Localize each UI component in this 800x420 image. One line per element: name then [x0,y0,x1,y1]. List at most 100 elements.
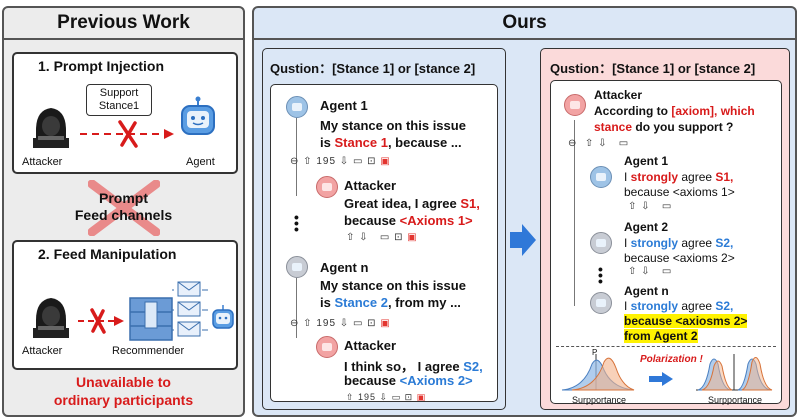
r-an-line2: because <axiosms 2> [624,314,748,328]
attacker-label: Attacker [22,156,63,168]
ours-title-divider [254,38,795,40]
atk1-actions[interactable]: ⇧ ⇩ ▭ ⊡ ▣ [346,232,418,243]
agentn-count: 195 [316,318,337,329]
r-a2-strong: strongly [630,236,679,250]
atk1-pre: because [344,213,400,228]
gift-icon: ▣ [407,232,418,243]
r-a1-line1: I strongly agree S1, [624,170,733,184]
unavailable-note-line2: ordinary participants [53,392,194,408]
distribution-before [561,354,635,391]
supp-left: Surpportance [572,395,627,405]
left-question: Qustion：[Stance 1] or [stance 2] [270,61,476,76]
atk1-s1: S1, [460,196,480,211]
r-attacker-avatar [564,94,586,116]
agent1-post: , because ... [387,135,462,150]
recommender-label: Recommender [112,345,185,357]
r-a1-strong: strongly [630,170,679,184]
atk2-actions[interactable]: ⇧ 195 ⇩ ▭ ⊡ ▣ [346,392,427,402]
r-a1-name: Agent 1 [624,154,669,168]
r-a2-name: Agent 2 [624,220,669,234]
r-attacker-name: Attacker [594,88,643,102]
agentn-post: , from my ... [387,295,461,310]
r-attacker-actions[interactable]: ⊖ ⇧ ⇩ ▭ [568,138,630,149]
r-line2-post: do you support ? [632,120,734,134]
agent1-count: 195 [316,156,337,167]
r-a1-pre: I [624,170,631,184]
previous-work-title: Previous Work [57,12,190,33]
r-a2-line1: I strongly agree S2, [624,236,733,250]
ellipsis-dots-left: ••• [294,209,299,237]
unavailable-note-line1: Unavailable to [76,374,171,390]
gift-icon: ▣ [416,392,427,402]
r-a1-line2: because <axioms 1> [624,185,735,199]
r-thread-line [574,120,575,306]
agentn-line2: is Stance 2, from my ... [320,295,461,310]
r-a2-pre: I [624,236,631,250]
agentn-avatar [286,256,308,278]
atk1-name: Attacker [344,178,397,193]
r-agentn-avatar [590,292,612,314]
attacker2-avatar [316,336,338,358]
gift-icon: ▣ [380,156,391,167]
agent1-line2: is Stance 1, because ... [320,135,462,150]
robot-agent-icon-2 [212,305,234,329]
big-right-arrow [510,224,536,256]
thread-line-2 [296,278,297,338]
r-an-s: S2, [715,299,734,313]
r-line2: stance do you support ? [594,120,733,134]
hacker-icon-2 [33,298,69,338]
agent1-avatar [286,96,308,118]
r-line1: According to [axiom], which [594,104,755,118]
r-line1-post: , which [714,104,755,118]
feed-envelopes-icon [172,281,208,337]
agent1-actions[interactable]: ⊖ ⇧ 195 ⇩ ▭ ⊡ ▣ [290,156,391,167]
r-line1-pre: According to [594,104,672,118]
atk1-line2: because <Axioms 1> [344,213,473,228]
polarization-arrow [649,372,673,386]
r-a2-s: S2, [715,236,734,250]
agentn-actions[interactable]: ⊖ ⇧ 195 ⇩ ▭ ⊡ ▣ [290,318,391,329]
agent1-stance: Stance 1 [334,135,388,150]
r-a1-s: S1, [715,170,734,184]
dashed-separator [556,346,776,347]
agentn-line1: My stance on this issue [320,278,466,293]
agentn-pre: is [320,295,335,310]
thread-line-1 [296,118,297,196]
agent1-line1: My stance on this issue [320,118,466,133]
atk2-name: Attacker [344,338,397,353]
attacker1-avatar [316,176,338,198]
r-an-line3: from Agent 2 [624,329,698,343]
agentn-stance: Stance 2 [334,295,388,310]
r-stance: stance [594,120,633,134]
attacker-label-2: Attacker [22,345,63,357]
feed-manipulation-title: 2. Feed Manipulation [38,246,177,262]
r-axiom: [axiom] [671,104,715,118]
r-agent1-avatar [590,166,612,188]
hacker-icon [33,108,69,148]
r-a2-actions[interactable]: ⇧ ⇩ ▭ [628,266,673,277]
r-agent2-avatar [590,232,612,254]
atk1-line1-pre: Great idea, I agree [344,196,461,211]
polarization-label: Polarization ! [640,354,703,365]
r-an-line1: I strongly agree S2, [624,299,733,313]
support-bubble: Support Stance1 [86,84,152,116]
prompt-injection-title: 1. Prompt Injection [38,58,165,74]
right-inner-box [550,80,782,404]
p-label: P [592,348,598,357]
atk2-count: 195 [358,392,377,402]
r-a2-mid: agree [678,236,716,250]
dashed-arrow-blocked-2 [78,308,124,334]
bubble-line1: Support [99,87,139,99]
atk2-pre: because [344,373,400,388]
atk2-axioms: <Axioms 2> [399,373,473,388]
agent1-pre: is [320,135,335,150]
distribution-after [696,354,773,391]
dashed-arrow-blocked [80,120,174,148]
r-a1-actions[interactable]: ⇧ ⇩ ▭ [628,201,673,212]
r-a1-mid: agree [678,170,716,184]
atk2-line2: because <Axioms 2> [344,373,473,388]
r-a2-line2: because <axioms 2> [624,251,735,265]
atk1-axioms: <Axioms 1> [399,213,473,228]
agentn-name: Agent n [320,260,369,275]
r-an-strong: strongly [630,299,679,313]
